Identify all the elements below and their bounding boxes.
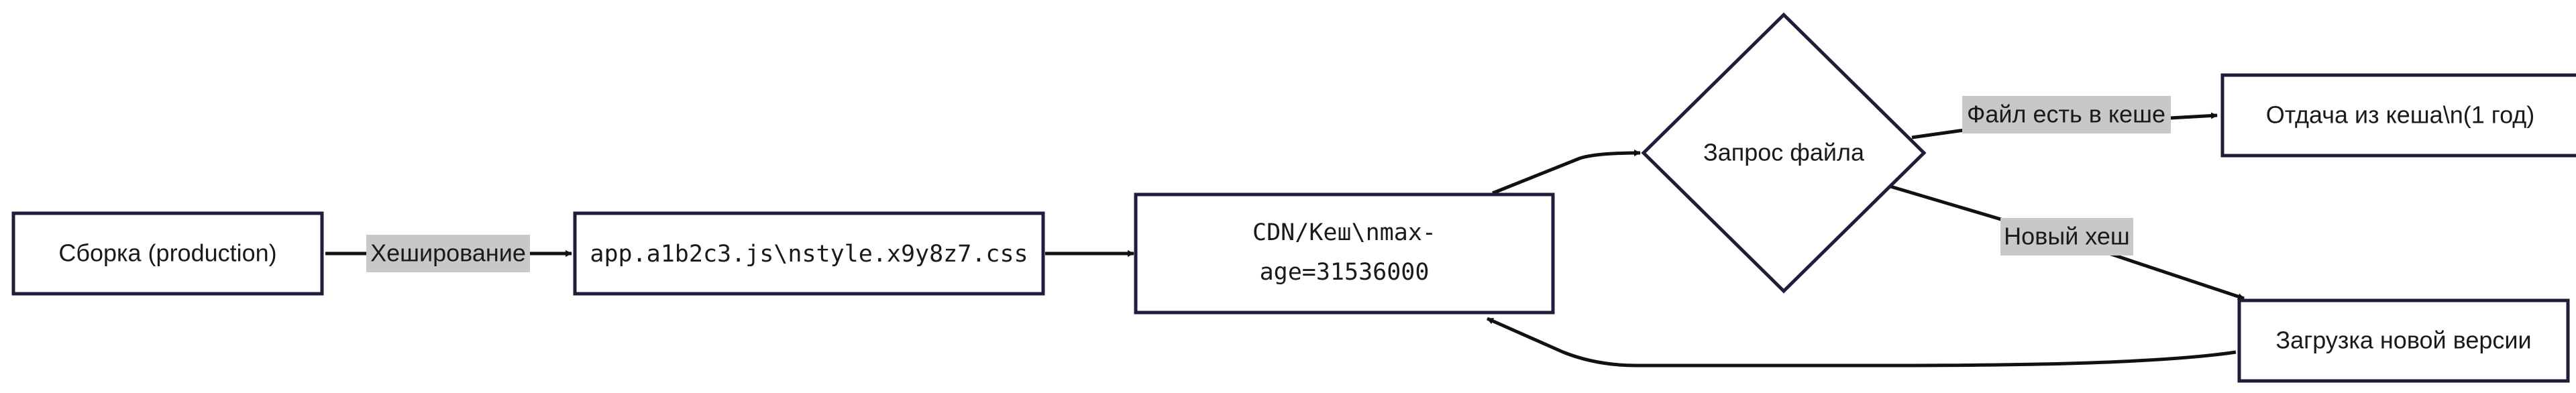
node-request: Запрос файла [1641,12,1927,294]
node-build: Сборка (production) [11,211,324,296]
node-cdn-label-line2: age=31536000 [1260,259,1430,286]
node-files-label: app.a1b2c3.js\nstyle.x9y8z7.css [590,241,1028,268]
node-serve: Отдача из кеша\n(1 год) [2220,73,2576,158]
edge-labels: Хеширование Файл есть в кеше Новый хеш [366,96,2171,272]
node-build-label: Сборка (production) [58,239,276,267]
node-request-label: Запрос файла [1703,139,1865,166]
node-download-label: Загрузка новой версии [2275,327,2531,354]
edge-label-file-in-cache: Файл есть в кеше [1967,101,2165,128]
edge-download-to-cdn [1486,317,2237,368]
node-cdn-label-line1: CDN/Кеш\nmax- [1252,219,1436,246]
edge-label-hashing: Хеширование [370,239,526,267]
node-serve-label: Отдача из кеша\n(1 год) [2266,101,2535,129]
edge-cdn-to-request [1492,150,1641,195]
node-cdn: CDN/Кеш\nmax- age=31536000 [1134,192,1555,315]
node-download: Загрузка новой версии [2237,298,2570,383]
node-files: app.a1b2c3.js\nstyle.x9y8z7.css [573,211,1045,296]
edge-label-new-hash: Новый хеш [2004,223,2130,250]
